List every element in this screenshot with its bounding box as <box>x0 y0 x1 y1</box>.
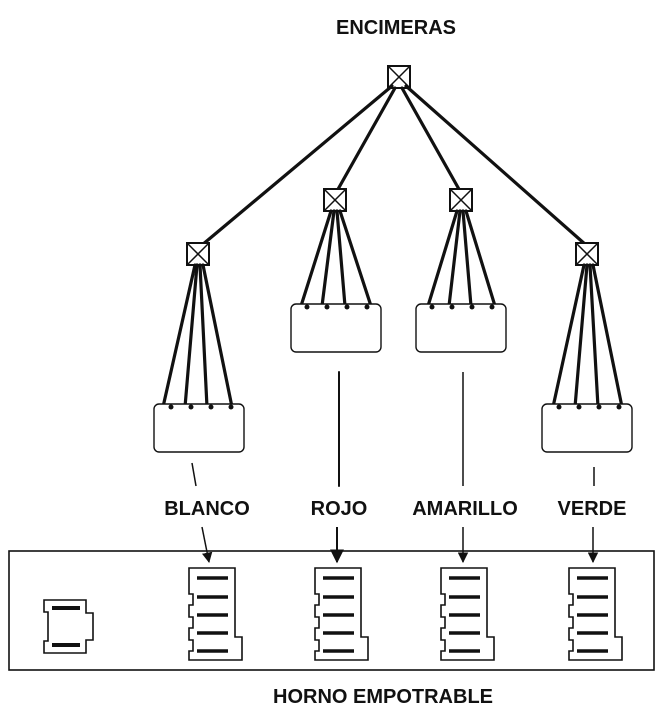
connector-lines <box>191 371 595 487</box>
socket-amarillo <box>440 567 495 661</box>
title-label: ENCIMERAS <box>336 17 456 39</box>
connector-blanco <box>153 403 245 453</box>
color-label-amarillo: AMARILLO <box>412 498 518 520</box>
oven-box <box>8 550 655 671</box>
junction-verde-icon <box>575 242 599 266</box>
fan-wires-amarillo <box>426 209 497 308</box>
connector-verde <box>541 403 633 453</box>
socket-verde <box>568 567 623 661</box>
connector-rojo <box>290 303 382 353</box>
arrows <box>201 526 599 564</box>
top-junction-icon <box>387 65 411 89</box>
socket-blanco <box>188 567 243 661</box>
color-label-rojo: ROJO <box>311 498 368 520</box>
junction-blanco-icon <box>186 242 210 266</box>
color-label-blanco: BLANCO <box>164 498 250 520</box>
fan-wires-blanco <box>161 263 234 409</box>
color-label-verde: VERDE <box>558 498 627 520</box>
connector-amarillo <box>415 303 507 353</box>
fan-wires-rojo <box>299 209 373 308</box>
junction-amarillo-icon <box>449 188 473 212</box>
junction-rojo-icon <box>323 188 347 212</box>
socket-rojo <box>314 567 369 661</box>
footer-label: HORNO EMPOTRABLE <box>273 686 493 708</box>
fan-wires-verde <box>551 263 624 409</box>
trunk-wires <box>200 84 588 247</box>
small-socket-icon <box>43 599 94 654</box>
